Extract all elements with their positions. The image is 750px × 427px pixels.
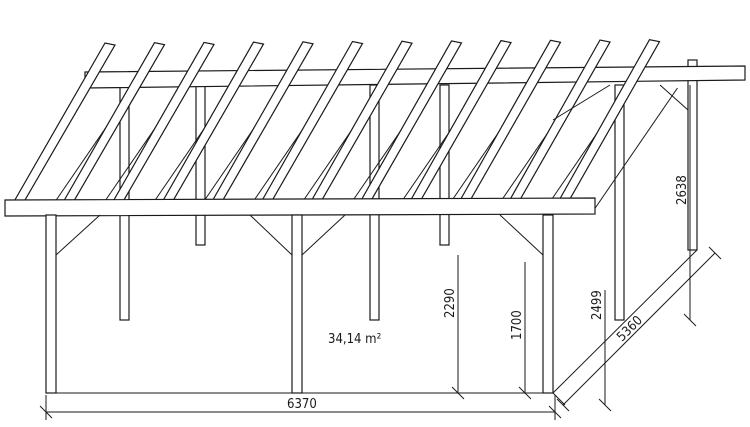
- rafter: [501, 39, 611, 213]
- rear-post: [195, 84, 206, 246]
- area-label: 34,14 m²: [328, 332, 381, 347]
- dimension-lines: [39, 85, 722, 420]
- rear-corner-post: [687, 59, 698, 251]
- front-post: [542, 214, 554, 394]
- rafter: [254, 40, 364, 213]
- knee-brace: [499, 214, 544, 256]
- rafter: [204, 41, 314, 213]
- front-beam: [4, 197, 596, 217]
- dim-2290-label: 2290: [443, 288, 458, 318]
- knee-brace: [55, 214, 101, 256]
- dim-tick: [598, 398, 612, 412]
- rafter: [402, 39, 512, 213]
- side-brace: [552, 84, 611, 121]
- rafters: [6, 39, 678, 213]
- rafter: [303, 40, 413, 213]
- knee-brace: [249, 214, 293, 256]
- dim-1700-label: 1700: [510, 310, 525, 340]
- front-post: [45, 214, 57, 394]
- rafter: [452, 39, 562, 213]
- dim-tick: [683, 313, 697, 327]
- rear-post: [614, 84, 625, 321]
- rafter: [6, 42, 116, 213]
- rafter: [551, 39, 661, 213]
- dim-tick: [548, 405, 562, 419]
- dim-tick: [451, 386, 465, 400]
- knee-brace: [301, 214, 346, 256]
- dim-ext: [552, 392, 566, 406]
- front-structure: [4, 84, 698, 394]
- rear-structure: [84, 59, 746, 321]
- dim-tick: [518, 386, 532, 400]
- side-brace: [659, 84, 689, 111]
- rafter: [155, 41, 265, 213]
- rafter-strut: [592, 87, 678, 213]
- floor-side-edge: [552, 249, 698, 394]
- dim-tick: [556, 398, 570, 412]
- dim-tick: [708, 246, 722, 260]
- dim-width-label: 6370: [287, 397, 317, 412]
- dim-tick: [39, 405, 53, 419]
- dim-2638-label: 2638: [675, 175, 690, 205]
- dim-2499-label: 2499: [590, 290, 605, 320]
- rafter: [56, 42, 166, 213]
- front-post: [291, 214, 303, 394]
- dim-line-5360: [562, 252, 716, 406]
